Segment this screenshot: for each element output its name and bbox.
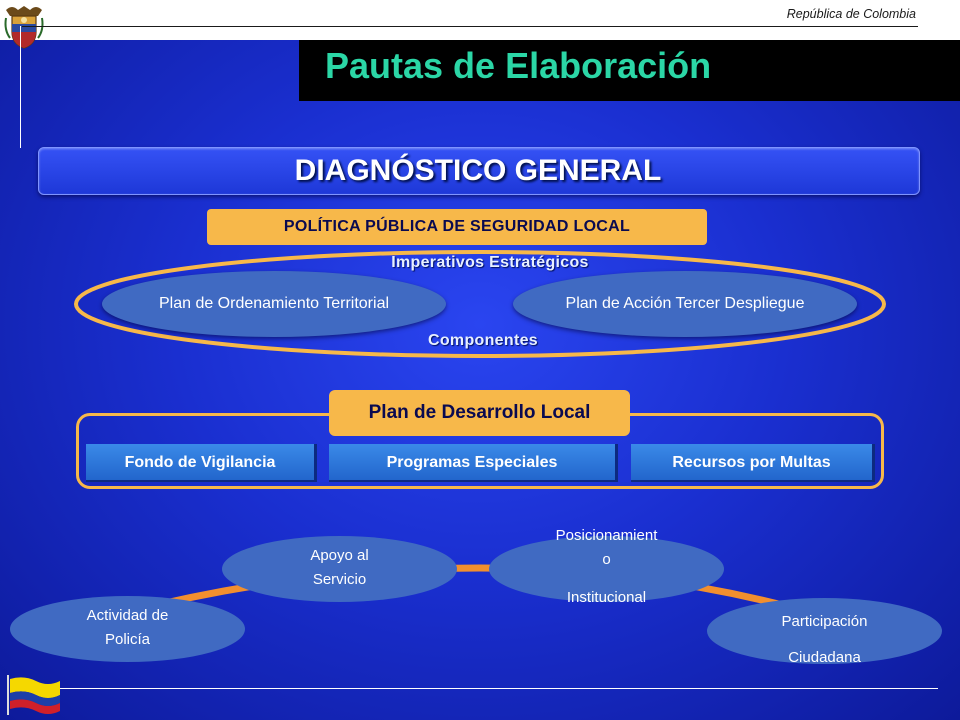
- plan-accion-pill: Plan de Acción Tercer Despliegue: [513, 271, 857, 337]
- node-participacion: Participación Ciudadana: [707, 598, 942, 666]
- title-bar: [299, 40, 960, 101]
- node-line: Institucional: [566, 589, 647, 606]
- fondo-vigilancia-box: Fondo de Vigilancia: [86, 444, 317, 482]
- country-label: República de Colombia: [786, 7, 916, 21]
- politica-ring: [74, 250, 886, 358]
- node-line: Participación: [781, 613, 868, 630]
- plan-desarrollo-title: Plan de Desarrollo Local: [329, 390, 630, 436]
- node-line: Posicionamient: [555, 527, 658, 544]
- coat-of-arms-icon: [4, 6, 44, 49]
- bottom-arc: [127, 564, 831, 622]
- imperativos-label: Imperativos Estratégicos: [391, 254, 589, 271]
- plan-ordenamiento-pill: Plan de Ordenamiento Territorial: [102, 271, 446, 337]
- colombia-flag-icon: [7, 675, 60, 715]
- programas-especiales-box: Programas Especiales: [329, 444, 618, 482]
- node-line: Ciudadana: [788, 649, 861, 666]
- node-line: o: [602, 551, 611, 568]
- diagnostico-bar: [38, 147, 920, 195]
- node-actividad-policia: Actividad de Policía: [10, 596, 245, 662]
- componentes-label: Componentes: [428, 332, 538, 349]
- vertical-divider: [20, 26, 21, 148]
- header-divider: [22, 26, 918, 27]
- diagnostico-title: DIAGNÓSTICO GENERAL: [294, 154, 662, 187]
- recursos-multas-box: Recursos por Multas: [631, 444, 875, 482]
- node-posicionamiento: Posicionamient o Institucional: [489, 527, 724, 606]
- node-line: Servicio: [312, 571, 367, 588]
- node-line: Apoyo al: [310, 547, 369, 564]
- politica-title: POLÍTICA PÚBLICA DE SEGURIDAD LOCAL: [207, 209, 707, 245]
- node-line: Actividad de: [86, 607, 169, 624]
- header-strip: [0, 0, 960, 40]
- footer-divider: [22, 688, 938, 689]
- node-apoyo-servicio: Apoyo al Servicio: [222, 536, 457, 602]
- node-line: Policía: [104, 631, 151, 648]
- page-title: Pautas de Elaboración: [325, 45, 712, 86]
